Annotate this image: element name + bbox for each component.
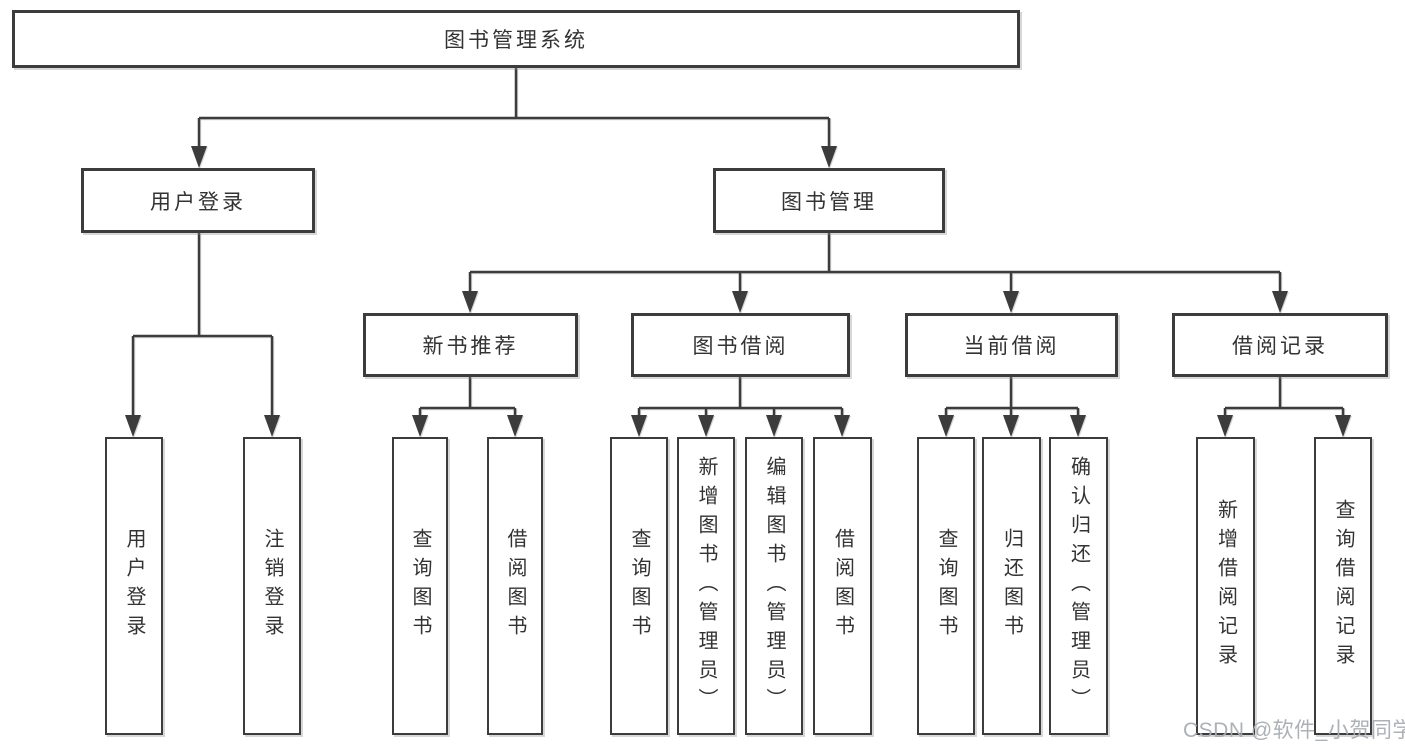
- connector-currentborrow-to-leaves: [944, 377, 1080, 420]
- arrowheads-level2: [191, 146, 837, 168]
- connector-borrowrecords-to-leaves: [1223, 377, 1345, 420]
- leaf-confirm-return-admin: 确认归还（管理员）: [1049, 437, 1108, 735]
- leaf-borrow-books-2: 借阅图书: [813, 437, 872, 735]
- leaf-label: 借阅图书: [831, 528, 854, 644]
- node-system-root: 图书管理系统: [12, 10, 1020, 68]
- node-label: 图书管理系统: [444, 29, 588, 52]
- leaf-add-books-admin: 新增图书（管理员）: [677, 437, 735, 735]
- node-label: 用户登录: [150, 190, 246, 214]
- arrowheads-leaves: [412, 415, 1351, 437]
- connector-userlogin-to-leaves: [131, 233, 274, 419]
- node-label: 图书借阅: [692, 335, 789, 358]
- leaf-label: 借阅图书: [504, 528, 526, 644]
- arrowheads-level3: [462, 291, 1288, 313]
- leaf-label: 查询图书: [935, 528, 957, 644]
- leaf-label: 新增借阅记录: [1214, 499, 1237, 673]
- leaf-label: 查询图书: [628, 528, 650, 644]
- leaf-query-books-1: 查询图书: [392, 437, 448, 735]
- node-label: 图书管理: [781, 190, 877, 214]
- connector-bookborrow-to-leaves: [637, 377, 844, 420]
- arrowheads-userlogin-leaves: [125, 415, 280, 437]
- leaf-label: 确认归还（管理员）: [1067, 455, 1090, 717]
- leaf-label: 查询图书: [409, 528, 431, 644]
- leaf-label: 用户登录: [123, 528, 145, 644]
- leaf-query-borrow-record: 查询借阅记录: [1314, 437, 1372, 735]
- leaf-query-books-3: 查询图书: [917, 437, 975, 735]
- leaf-logout: 注销登录: [243, 437, 301, 735]
- csdn-watermark: CSDN @软件_小贺同学: [1183, 719, 1405, 742]
- leaf-label: 查询借阅记录: [1332, 499, 1354, 673]
- leaf-label: 归还图书: [1000, 528, 1023, 644]
- node-borrowing-records: 借阅记录: [1172, 313, 1388, 377]
- node-book-management: 图书管理: [713, 168, 945, 233]
- node-new-book-recommend: 新书推荐: [363, 313, 578, 377]
- leaf-user-login: 用户登录: [105, 437, 163, 735]
- node-current-borrowing: 当前借阅: [905, 313, 1118, 377]
- node-label: 借阅记录: [1232, 335, 1328, 358]
- leaf-borrow-books-1: 借阅图书: [487, 437, 543, 735]
- leaf-edit-books-admin: 编辑图书（管理员）: [745, 437, 803, 735]
- node-book-borrowing: 图书借阅: [631, 313, 850, 377]
- node-user-login-branch: 用户登录: [81, 168, 315, 233]
- connector-bookmgmt-to-level3: [468, 233, 1282, 295]
- connector-root-to-level2: [197, 68, 831, 150]
- leaf-return-books: 归还图书: [982, 437, 1041, 735]
- node-label: 新书推荐: [422, 335, 519, 358]
- leaf-label: 编辑图书（管理员）: [763, 455, 785, 717]
- leaf-add-borrow-record: 新增借阅记录: [1196, 437, 1255, 735]
- leaf-query-books-2: 查询图书: [610, 437, 668, 735]
- connector-newbooks-to-leaves: [418, 377, 517, 420]
- leaf-label: 新增图书（管理员）: [695, 455, 717, 717]
- leaf-label: 注销登录: [261, 528, 283, 644]
- node-label: 当前借阅: [963, 335, 1060, 358]
